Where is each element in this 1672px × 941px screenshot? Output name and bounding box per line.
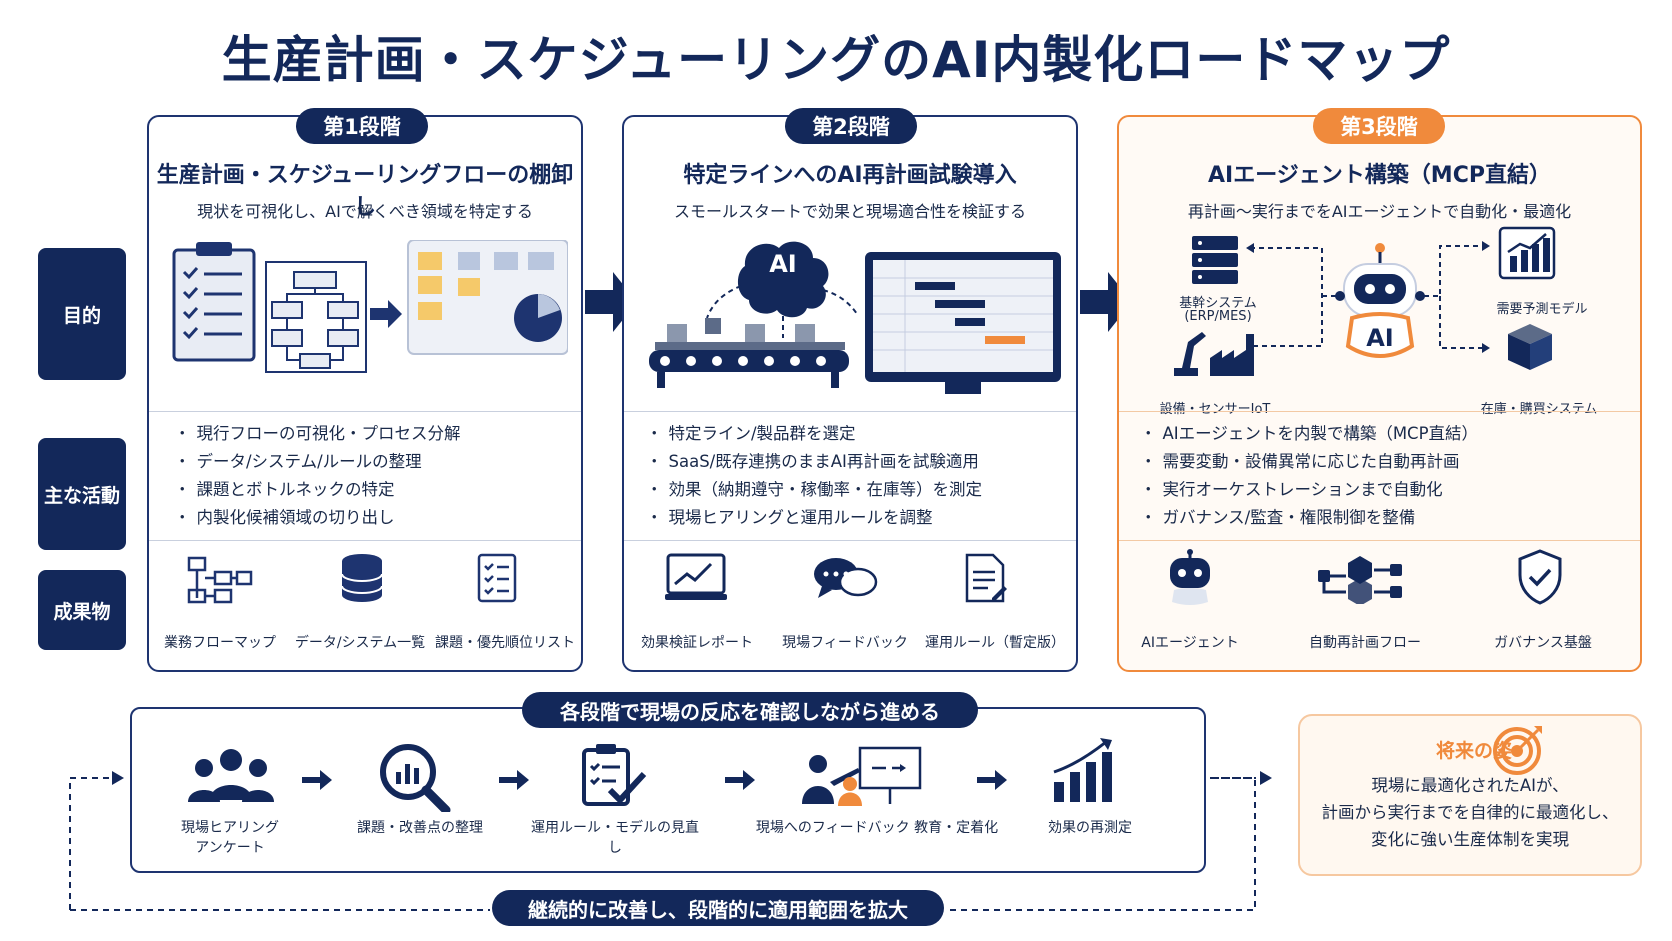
row-label-purpose: 目的 bbox=[38, 248, 126, 380]
auto-replan-flow-icon bbox=[1318, 556, 1402, 604]
list-item: 特定ライン/製品群を選定 bbox=[646, 420, 1066, 448]
conveyor-icon bbox=[649, 318, 849, 388]
ai-robot-icon bbox=[1335, 243, 1425, 358]
deliverable-label: ガバナンス基盤 bbox=[1494, 635, 1592, 651]
list-item: SaaS/既存連携のままAI再計画を試験適用 bbox=[646, 448, 1066, 476]
deliverable-label: データ/システム一覧 bbox=[294, 635, 426, 651]
deliverable-label: 課題・優先順位リスト bbox=[435, 635, 575, 651]
ai-agent-icon bbox=[1170, 549, 1210, 605]
deliverable-label: 現場フィードバック bbox=[782, 635, 908, 651]
deliverable-label: 効果検証レポート bbox=[641, 635, 753, 651]
list-item: 実行オーケストレーションまで自動化 bbox=[1140, 476, 1630, 504]
target-icon bbox=[1493, 726, 1542, 775]
cycle-banner: 各段階で現場の反応を確認しながら進める bbox=[522, 692, 978, 728]
node-core-system: 基幹システム bbox=[1179, 296, 1257, 311]
cycle-step-label: 現場へのフィードバック 教育・定着化 bbox=[755, 820, 999, 836]
server-icon bbox=[1192, 236, 1238, 284]
analysis-board-icon bbox=[407, 240, 568, 355]
node-inventory: 在庫・購買システム bbox=[1480, 402, 1598, 417]
magnifier-analysis-icon bbox=[380, 744, 451, 812]
deliverable-label: 業務フローマップ bbox=[164, 635, 276, 651]
phase-2-activities: 特定ライン/製品群を選定 SaaS/既存連携のままAI再計画を試験適用 効果（納… bbox=[646, 420, 1066, 532]
shield-check-icon bbox=[1518, 549, 1562, 605]
arrow-right-icon bbox=[499, 770, 529, 790]
cycle-step-label: 課題・改善点の整理 bbox=[357, 820, 483, 836]
inventory-illustration bbox=[172, 240, 568, 373]
demand-forecast-icon bbox=[1498, 226, 1556, 280]
cycle-step-label: 運用ルール・モデルの見直し bbox=[531, 820, 699, 856]
inventory-box-icon bbox=[1508, 324, 1552, 370]
phase-3-badge: 第3段階 bbox=[1313, 108, 1445, 144]
phase-3-title: AIエージェント構築（MCP直結） bbox=[1208, 163, 1551, 188]
ai-label: AI bbox=[769, 250, 797, 278]
node-core-system-sub: (ERP/MES) bbox=[1184, 309, 1252, 324]
future-title: 将来の姿 bbox=[1435, 740, 1512, 762]
phase-2-title: 特定ラインへのAI再計画試験導入 bbox=[683, 163, 1017, 188]
clipboard-check-icon bbox=[582, 744, 647, 806]
row-label-activities: 主な活動 bbox=[38, 438, 126, 550]
phase-1-badge: 第1段階 bbox=[296, 108, 428, 144]
deliverable-label: AIエージェント bbox=[1141, 635, 1239, 651]
arrow-right-icon bbox=[302, 770, 332, 790]
ai-brain-icon bbox=[737, 241, 829, 318]
users-group-icon bbox=[188, 749, 274, 802]
row-label-deliverables: 成果物 bbox=[38, 570, 126, 650]
deliverable-label: 自動再計画フロー bbox=[1309, 635, 1421, 651]
feedback-chat-icon bbox=[814, 558, 878, 598]
phase-1-title: 生産計画・スケジューリングフローの棚卸し bbox=[156, 163, 574, 220]
list-item: 現行フローの可視化・プロセス分解 bbox=[174, 420, 574, 448]
future-description: 現場に最適化されたAIが、 計画から実行までを自律的に最適化し、 変化に強い生産… bbox=[1321, 776, 1619, 849]
list-item: データ/システム/ルールの整理 bbox=[174, 448, 574, 476]
training-presentation-icon bbox=[802, 746, 922, 806]
list-item: 課題とボトルネックの特定 bbox=[174, 476, 574, 504]
arrow-right-icon bbox=[977, 770, 1007, 790]
flow-map-icon bbox=[187, 556, 253, 604]
phase-1-activities: 現行フローの可視化・プロセス分解 データ/システム/ルールの整理 課題とボトルネ… bbox=[174, 420, 574, 532]
arrow-right-icon bbox=[725, 770, 755, 790]
feedback-loop-line bbox=[69, 771, 1272, 911]
flowchart-icon bbox=[265, 261, 367, 373]
ai-robot-label: AI bbox=[1366, 324, 1394, 352]
cycle-step-label: 効果の再測定 bbox=[1048, 820, 1132, 836]
list-item: 現場ヒアリングと運用ルールを調整 bbox=[646, 504, 1066, 532]
page-title: 生産計画・スケジューリングのAI内製化ロードマップ bbox=[221, 31, 1451, 89]
list-item: 内製化候補領域の切り出し bbox=[174, 504, 574, 532]
gantt-monitor-icon bbox=[865, 252, 1061, 394]
feedback-cycle-box bbox=[130, 707, 1206, 873]
phase-3-activities: AIエージェントを内製で構築（MCP直結） 需要変動・設備異常に応じた自動再計画… bbox=[1140, 420, 1630, 532]
database-icon bbox=[341, 554, 383, 602]
ai-replanning-illustration bbox=[649, 241, 1061, 394]
phase-3-subtitle: 再計画〜実行までをAIエージェントで自動化・最適化 bbox=[1187, 202, 1572, 221]
deliverable-label: 運用ルール（暫定版） bbox=[925, 635, 1065, 651]
list-item: 需要変動・設備異常に応じた自動再計画 bbox=[1140, 448, 1630, 476]
document-edit-icon bbox=[965, 553, 1007, 603]
factory-robot-icon bbox=[1174, 332, 1254, 376]
node-demand: 需要予測モデル bbox=[1496, 302, 1588, 317]
ai-agent-diagram bbox=[1174, 226, 1556, 376]
list-item: ガバナンス/監査・権限制御を整備 bbox=[1140, 504, 1630, 532]
improvement-banner: 継続的に改善し、段階的に適用範囲を拡大 bbox=[492, 890, 944, 926]
phase-1-subtitle: 現状を可視化し、AIで解くべき領域を特定する bbox=[197, 202, 533, 221]
cycle-step-label: 現場ヒアリング アンケート bbox=[181, 820, 279, 856]
growth-chart-icon bbox=[1053, 738, 1112, 802]
list-item: 効果（納期遵守・稼働率・在庫等）を測定 bbox=[646, 476, 1066, 504]
arrow-right-icon bbox=[370, 300, 402, 328]
future-vision-box bbox=[1298, 714, 1642, 876]
checklist-icon bbox=[477, 553, 517, 603]
phase-2-subtitle: スモールスタートで効果と現場適合性を検証する bbox=[673, 202, 1026, 221]
list-item: AIエージェントを内製で構築（MCP直結） bbox=[1140, 420, 1630, 448]
report-chart-icon bbox=[665, 553, 727, 600]
phase-2-badge: 第2段階 bbox=[785, 108, 917, 144]
clipboard-icon bbox=[172, 242, 256, 362]
node-equipment: 設備・センサーIoT bbox=[1159, 402, 1271, 417]
